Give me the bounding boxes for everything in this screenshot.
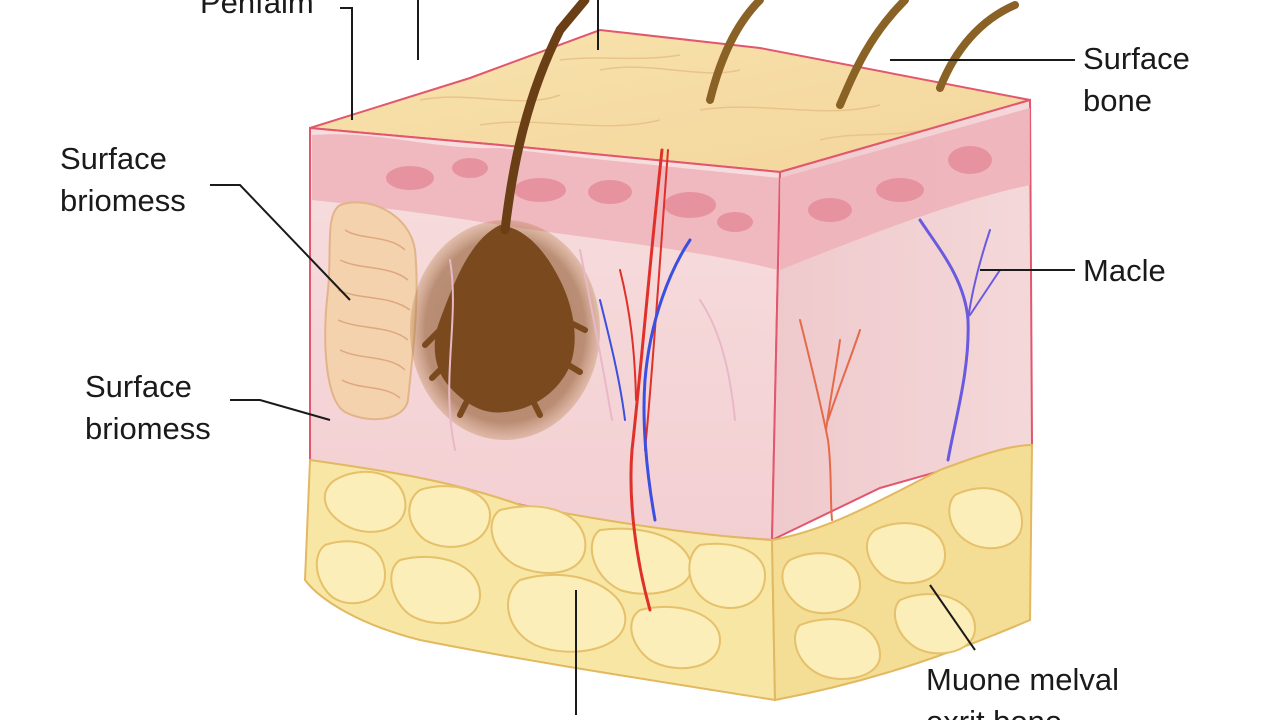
label-penfaim: Penfaim	[200, 0, 314, 24]
label-macle: Macle	[1083, 250, 1166, 292]
hair-follicle	[410, 0, 600, 440]
vessels-side	[799, 218, 1001, 521]
vessels-front	[448, 148, 736, 612]
gland-patch	[324, 201, 418, 421]
label-surface-briomess-upper: Surface briomess	[60, 138, 186, 222]
label-surface-briomess-upper-line1: Surface	[60, 141, 167, 176]
label-surface-bone: Surface bone	[1083, 38, 1190, 122]
dermis-side	[770, 98, 1034, 542]
label-muone-melval-line1: Muone melval	[926, 662, 1119, 697]
label-muone-melval: Muone melval exrit bone	[926, 659, 1119, 720]
label-surface-briomess-lower-line2: briomess	[85, 411, 211, 446]
label-surface-briomess-lower: Surface briomess	[85, 366, 211, 450]
label-penfaim-text: Penfaim	[200, 0, 314, 20]
label-macle-text: Macle	[1083, 253, 1166, 288]
label-surface-briomess-lower-line1: Surface	[85, 369, 192, 404]
label-muone-melval-line2: exrit bone	[926, 701, 1119, 720]
surface-hairs	[706, 0, 1019, 109]
label-surface-briomess-upper-line2: briomess	[60, 183, 186, 218]
fat-layer	[303, 443, 1034, 702]
label-surface-bone-line1: Surface	[1083, 41, 1190, 76]
leader-lines	[210, 0, 1075, 715]
label-surface-bone-line2: bone	[1083, 83, 1152, 118]
